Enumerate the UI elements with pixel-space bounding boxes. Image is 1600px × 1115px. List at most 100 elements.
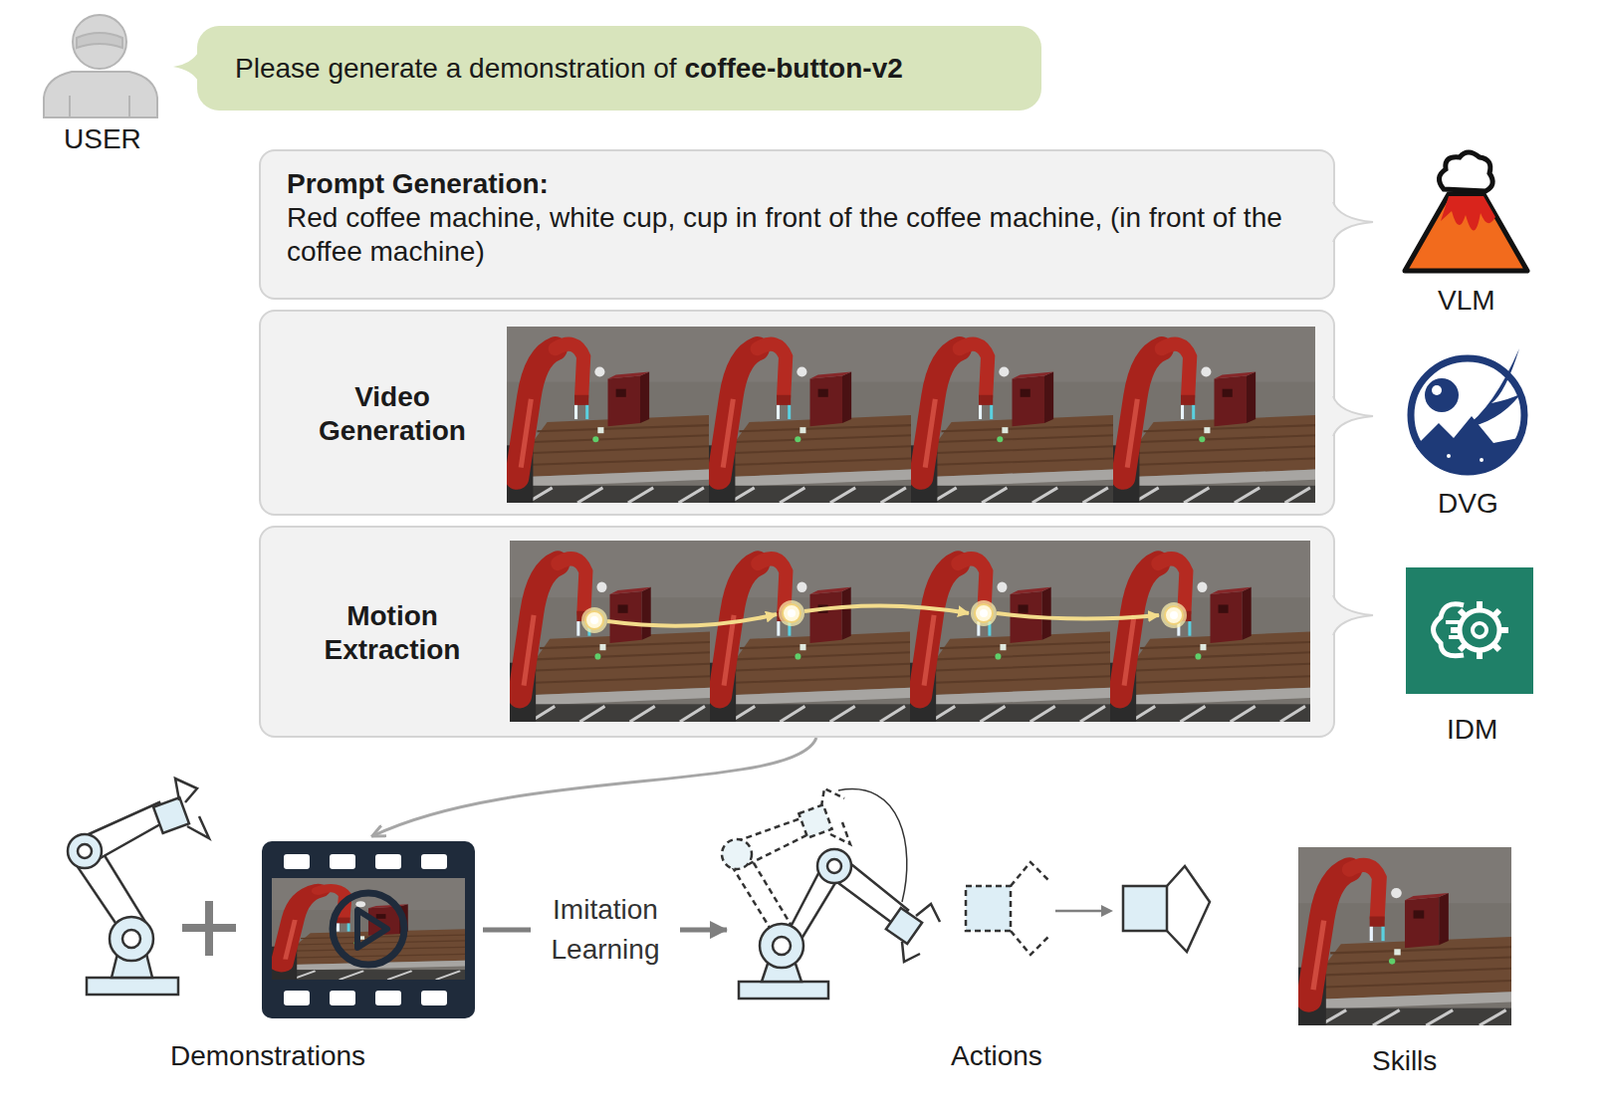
video-frames-part xyxy=(1333,396,1373,437)
icon-label-holder: USER xyxy=(63,123,142,156)
panel-tail-part xyxy=(1333,202,1373,242)
prompt-panel: Prompt Generation:Red coffee machine, wh… xyxy=(258,149,1336,300)
vlm-icon-part xyxy=(1404,194,1528,271)
request-line: Please generate a demonstration ofcoffee… xyxy=(234,52,904,85)
idm-icon xyxy=(1405,567,1534,694)
video-frames-part xyxy=(708,326,912,503)
title-holder: Motion Extraction xyxy=(297,599,487,668)
trajectory-points-part xyxy=(778,600,805,627)
film-icon xyxy=(159,836,483,1076)
trajectory-points-part xyxy=(974,604,993,623)
trajectory-part xyxy=(607,614,777,627)
actions-drawing-part-part xyxy=(1123,886,1167,931)
node-caption: Skills xyxy=(1371,1045,1437,1078)
bubble-tail-part xyxy=(173,50,200,83)
film-icon-part-part xyxy=(283,990,310,1006)
task-name: coffee-button-v2 xyxy=(684,52,903,84)
robot-arm-drawing-part xyxy=(109,916,154,961)
icon-label-holder: VLM xyxy=(1437,284,1496,317)
film-icon-part xyxy=(357,910,388,948)
edge-label: Imitation Learning xyxy=(530,890,681,970)
motion-frames-part xyxy=(910,540,1111,722)
request-text: Please generate a demonstration of xyxy=(234,52,678,84)
request-bubble: Please generate a demonstration ofcoffee… xyxy=(197,25,1042,111)
idm-icon-part xyxy=(1445,622,1462,638)
actions-drawing xyxy=(726,786,1235,1076)
edge-label-holder: Imitation Learning xyxy=(530,890,681,970)
robot-arm-drawing xyxy=(67,778,210,995)
actions-drawing-part-part xyxy=(1166,866,1210,952)
video-frames xyxy=(258,309,1379,519)
actions-drawing-part-part xyxy=(886,908,922,944)
video-frames-part xyxy=(1332,396,1373,437)
trajectory-points-part xyxy=(1169,611,1178,620)
caption-holder: Skills xyxy=(1371,1045,1437,1078)
caption-holder: Actions xyxy=(950,1040,1043,1073)
user-icon-part xyxy=(72,14,127,69)
dvg-icon-part xyxy=(1415,416,1519,472)
motion-frames-part xyxy=(1110,540,1311,722)
user-icon-part xyxy=(43,71,158,118)
icon-label: DVG xyxy=(1437,487,1499,520)
idm-icon-part xyxy=(1472,623,1487,638)
panel-title: Prompt Generation: xyxy=(286,167,1308,202)
actions-drawing-part-part xyxy=(827,859,842,874)
video-frames-part xyxy=(911,326,1114,503)
trajectory-points-part xyxy=(970,600,997,627)
motion-frames-part xyxy=(509,540,710,722)
icon-label: USER xyxy=(63,123,142,156)
actions-drawing-part-part xyxy=(721,788,851,931)
actions-drawing-part-part xyxy=(759,923,804,968)
plus-sign xyxy=(182,901,236,956)
node-caption: Demonstrations xyxy=(170,1040,366,1073)
film-icon-part xyxy=(271,878,465,980)
dvg-icon-part xyxy=(1463,348,1522,429)
title-holder: Video Generation xyxy=(297,380,487,449)
trajectory-points-part xyxy=(581,607,608,634)
actions-drawing-part-part-part xyxy=(821,788,851,845)
robot-arm-drawing-part xyxy=(175,778,210,839)
film-icon-part-part xyxy=(329,990,356,1006)
actions-drawing-part-part xyxy=(738,981,829,999)
motion-frames-part xyxy=(709,540,911,722)
user-icon-part xyxy=(76,32,123,48)
film-icon-part-part xyxy=(375,990,402,1006)
icon-label: IDM xyxy=(1446,713,1498,746)
panel-body: Red coffee machine, white cup, cup in fr… xyxy=(286,201,1308,269)
node-caption: Actions xyxy=(950,1040,1043,1073)
actions-drawing-part xyxy=(1101,905,1114,917)
trajectory-points-part xyxy=(585,611,604,630)
film-icon-part-part xyxy=(329,854,356,870)
trajectory-points-part xyxy=(787,609,796,618)
robot-arm-drawing-part xyxy=(122,929,141,948)
caption-holder: Demonstrations xyxy=(170,1040,366,1073)
film-icon-part-part xyxy=(283,854,310,870)
panel-title: Video Generation xyxy=(297,380,487,449)
actions-drawing-part xyxy=(1055,910,1104,914)
demonstrations-node: Demonstrations xyxy=(159,836,483,1076)
trajectory-points-part xyxy=(1160,602,1187,629)
idm-icon-part xyxy=(1459,610,1500,651)
dvg-icon-part xyxy=(1446,454,1451,458)
dvg-icon-part xyxy=(1479,457,1484,462)
dvg-icon-part xyxy=(1431,385,1442,396)
robot-arm-drawing-part xyxy=(71,844,146,926)
trajectory-part xyxy=(996,613,1159,620)
vlm-icon xyxy=(1404,152,1528,271)
trajectory-points xyxy=(581,600,1187,634)
dvg-icon-part xyxy=(1424,378,1459,413)
actions-drawing-part-part xyxy=(772,936,791,955)
motion-frames-part xyxy=(1333,595,1373,636)
actions-drawing-part-part xyxy=(902,904,940,962)
trajectory-part xyxy=(804,605,969,614)
robot-arm-drawing-part xyxy=(77,844,92,859)
motion-frames xyxy=(258,525,1379,740)
connector-arrow xyxy=(372,737,817,837)
idm-icon-part xyxy=(1433,604,1465,657)
panel-title: Motion Extraction xyxy=(297,599,487,668)
icon-label-holder: DVG xyxy=(1437,487,1499,520)
trajectory-points-part xyxy=(590,616,599,625)
skills-node: Skills xyxy=(1294,841,1519,1076)
film-icon-part xyxy=(261,841,475,1019)
motion-frames-part xyxy=(1332,595,1373,636)
